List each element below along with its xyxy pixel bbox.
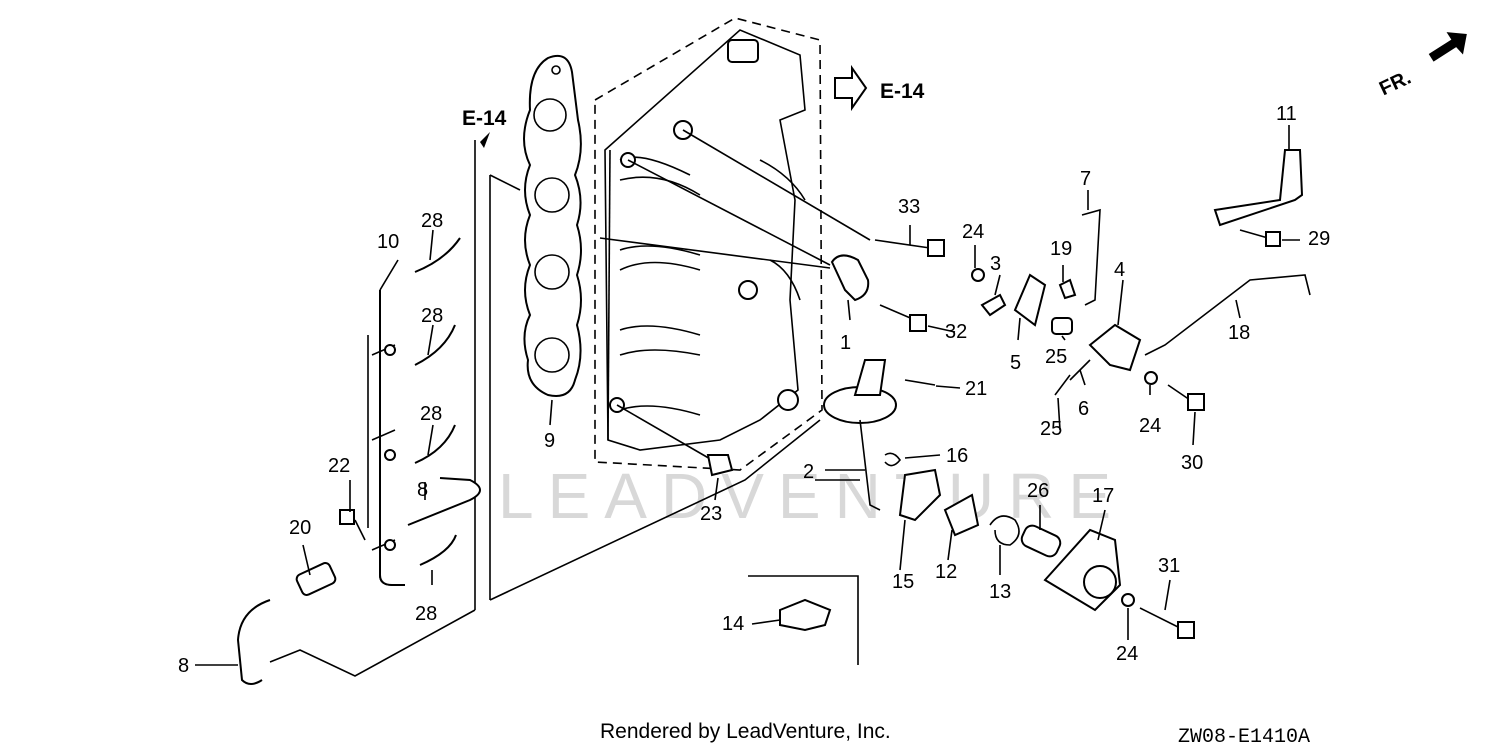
reference-e14-top: E-14 — [834, 64, 925, 112]
throttle-parts — [195, 125, 1311, 666]
callout-22: 22 — [328, 455, 350, 477]
fuel-hoses — [236, 237, 481, 685]
arrow-icon — [1428, 32, 1467, 62]
gasket — [523, 54, 582, 397]
callout-8: 8 — [178, 655, 189, 677]
callout-19: 19 — [1050, 238, 1072, 260]
leader-lines — [269, 129, 871, 677]
callout-14: 14 — [722, 613, 744, 635]
callout-23: 23 — [700, 503, 722, 525]
callout-28: 28 — [420, 403, 442, 425]
direction-label: FR. — [1376, 67, 1414, 101]
callout-21: 21 — [965, 378, 987, 400]
callout-31: 31 — [1158, 555, 1180, 577]
callout-10: 10 — [377, 231, 399, 253]
callout-3: 3 — [990, 253, 1001, 275]
callout-33: 33 — [898, 196, 920, 218]
callout-28: 28 — [415, 603, 437, 625]
callout-1: 1 — [840, 332, 851, 354]
callout-7: 7 — [1080, 168, 1091, 190]
callout-9: 9 — [544, 430, 555, 452]
callout-17: 17 — [1092, 485, 1114, 507]
callout-27: 25 — [1040, 418, 1062, 440]
callout-4: 4 — [1114, 259, 1125, 281]
callout-11: 11 — [1276, 103, 1297, 125]
callout-numbers: 1 2 3 4 5 6 7 8 8 9 10 11 12 13 14 15 16… — [178, 103, 1330, 677]
callout-28: 28 — [421, 210, 443, 232]
callout-26: 26 — [1027, 480, 1049, 502]
front-direction-indicator: FR. — [1376, 32, 1467, 101]
callout-29: 29 — [1308, 228, 1330, 250]
callout-24: 24 — [1116, 643, 1138, 665]
watermark-text: LEADVENTURE — [498, 460, 1125, 532]
callout-28: 28 — [421, 305, 443, 327]
reference-e14-left: E-14 — [462, 107, 507, 148]
callout-5: 5 — [1010, 352, 1021, 374]
callout-18: 18 — [1228, 322, 1250, 344]
callout-24: 24 — [1139, 415, 1161, 437]
callout-32: 32 — [945, 321, 967, 343]
intake-manifold — [594, 17, 823, 471]
callout-8: 8 — [417, 479, 428, 501]
callout-15: 15 — [892, 571, 914, 593]
callout-16: 16 — [946, 445, 968, 467]
callout-24: 24 — [962, 221, 984, 243]
reference-label: E-14 — [880, 80, 925, 103]
reference-label: E-14 — [462, 107, 507, 130]
callout-20: 20 — [289, 517, 311, 539]
callout-25: 25 — [1045, 346, 1067, 368]
callout-13: 13 — [989, 581, 1011, 603]
drawing-revision: A — [1298, 726, 1310, 748]
callout-30: 30 — [1181, 452, 1203, 474]
drawing-code: ZW08-E1410 — [1178, 726, 1298, 748]
callout-6: 6 — [1078, 398, 1089, 420]
callout-2: 2 — [803, 461, 814, 483]
callout-12: 12 — [935, 561, 957, 583]
footer-credit: Rendered by LeadVenture, Inc. — [600, 720, 891, 743]
